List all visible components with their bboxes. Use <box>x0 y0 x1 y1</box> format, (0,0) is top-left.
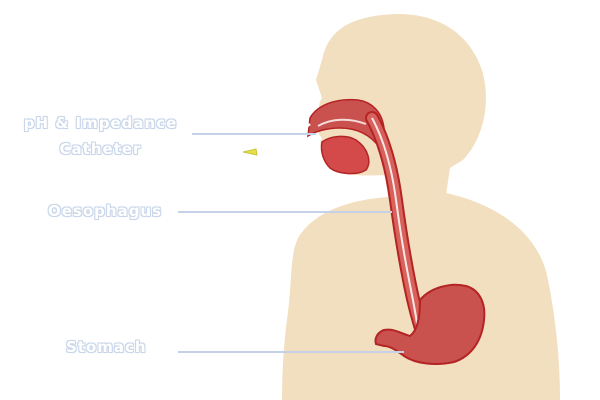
stomach-icon <box>374 283 486 365</box>
palate-highlight <box>317 118 367 127</box>
oesophagus-tube <box>365 111 431 345</box>
torso-shape <box>282 193 560 400</box>
catheter <box>242 123 311 156</box>
catheter-inside <box>371 117 419 331</box>
catheter-label-line2: Catheter <box>59 140 142 158</box>
catheter-tip-icon <box>242 148 258 156</box>
leader-lines <box>178 133 404 353</box>
stomach-organ <box>374 283 486 365</box>
nasopharynx <box>307 98 385 175</box>
catheter-external-tube <box>253 123 311 154</box>
catheter-label-line1: pH & Impedance <box>23 114 178 132</box>
oesophagus-label: Oesophagus <box>48 202 163 220</box>
mouth-cavity-icon <box>320 135 370 175</box>
stomach-label: Stomach <box>66 338 147 356</box>
